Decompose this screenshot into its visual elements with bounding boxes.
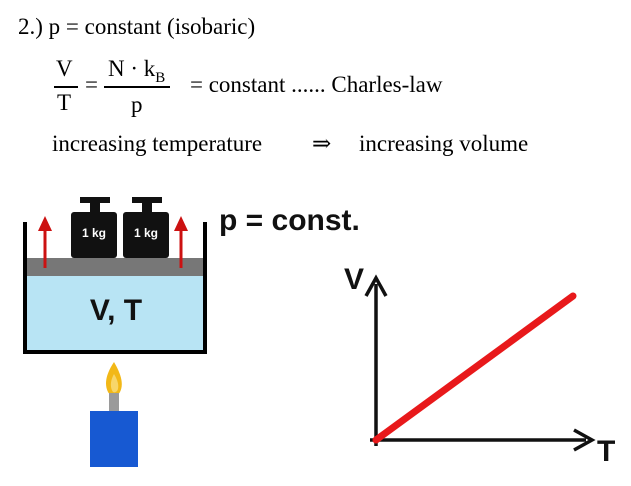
y-axis-label: V bbox=[344, 263, 364, 296]
equals-sign: = bbox=[85, 72, 98, 97]
burner bbox=[90, 411, 138, 467]
weight-left bbox=[71, 197, 117, 258]
y-axis-arrowhead-icon bbox=[364, 274, 388, 297]
weight-right-label: 1 kg bbox=[134, 226, 158, 240]
charles-law-tail: = constant ...... Charles-law bbox=[190, 72, 443, 97]
increasing-temperature-text: increasing temperature bbox=[52, 131, 263, 156]
x-axis-arrowhead-icon bbox=[573, 428, 596, 452]
fraction-p: p bbox=[131, 92, 143, 117]
container-walls bbox=[23, 222, 207, 354]
x-axis-label: T bbox=[597, 435, 615, 468]
piston bbox=[26, 258, 204, 276]
fraction-t: T bbox=[57, 90, 72, 115]
volume-temperature-line bbox=[372, 292, 577, 444]
arrow-up-right-icon bbox=[174, 216, 188, 268]
weight-right bbox=[123, 197, 169, 258]
fraction-bar-2 bbox=[104, 86, 170, 88]
heading-isobaric: 2.) p = constant (isobaric) bbox=[18, 14, 256, 39]
arrow-up-left-icon bbox=[38, 216, 52, 268]
implies-arrow: ⇒ bbox=[312, 131, 332, 156]
fraction-v: V bbox=[56, 56, 73, 81]
gas-label: V, T bbox=[90, 294, 142, 327]
increasing-volume-text: increasing volume bbox=[359, 131, 529, 156]
vt-graph: V T bbox=[344, 263, 615, 468]
formula-charles-law: V T = N · kB p = constant ...... Charles… bbox=[0, 52, 631, 124]
fraction-bar-1 bbox=[54, 86, 78, 88]
flame-icon bbox=[106, 362, 122, 395]
fraction-nkb: N · kB bbox=[108, 56, 166, 86]
condition-label: p = const. bbox=[219, 204, 360, 237]
gas-region bbox=[26, 276, 204, 350]
burner-stem bbox=[109, 393, 119, 411]
weight-left-label: 1 kg bbox=[82, 226, 106, 240]
